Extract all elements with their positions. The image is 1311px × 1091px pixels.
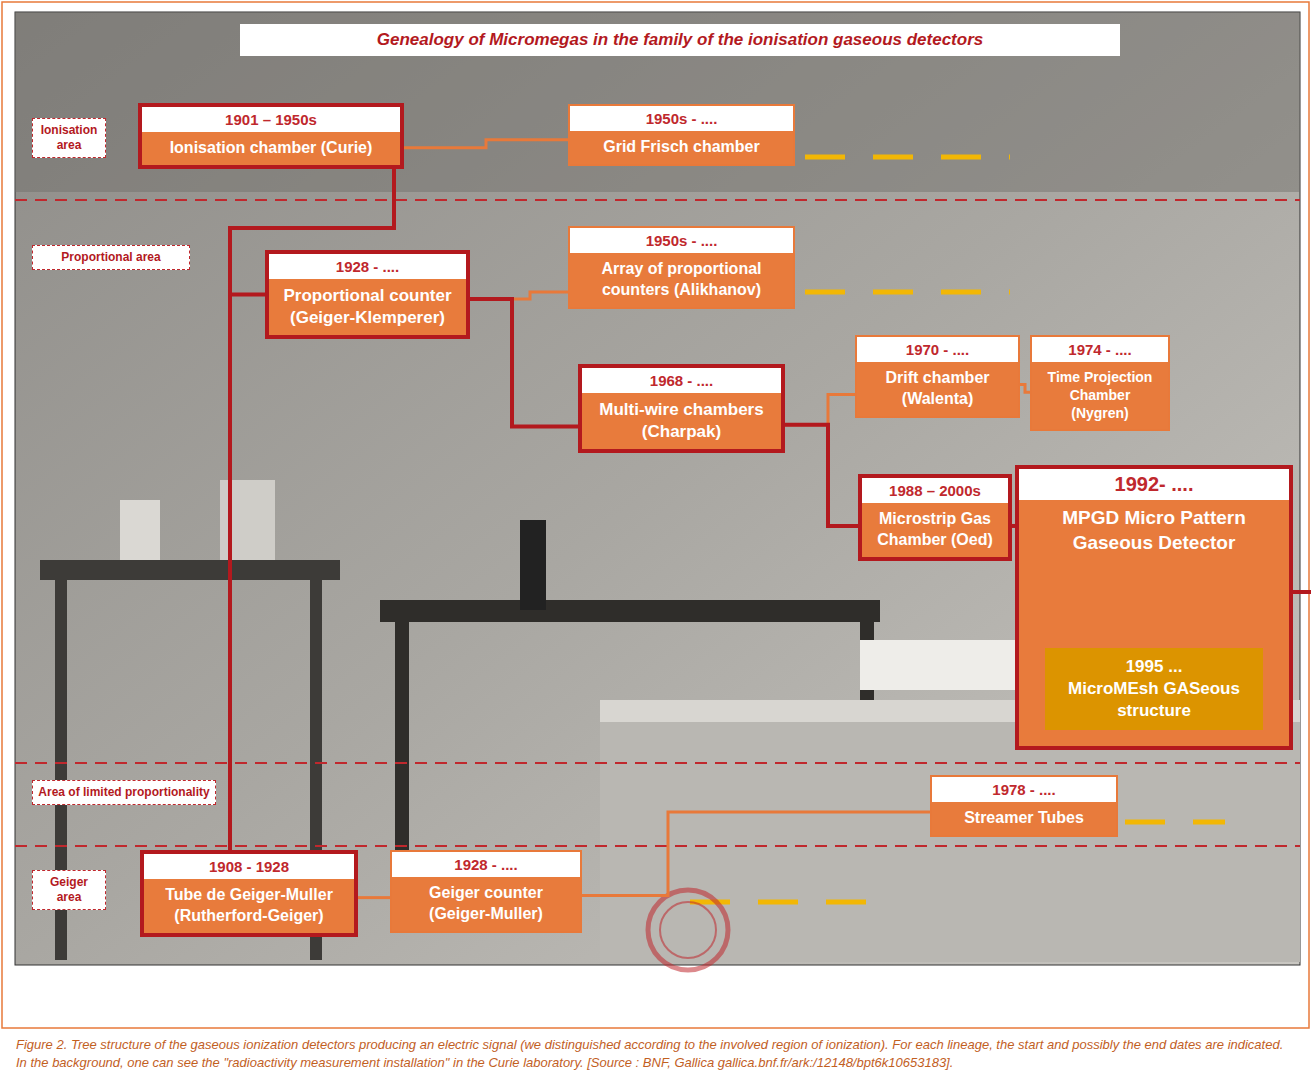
region-divider [15,199,1300,201]
date-label: 1995 ... [1051,656,1257,678]
date-header: 1901 – 1950s [142,107,400,132]
lineage-connector [582,812,930,895]
detector-box: 1988 – 2000sMicrostrip Gas Chamber (Oed) [858,474,1012,561]
region-label: Proportional area [38,250,184,265]
diagram-title: Genealogy of Micromegas in the family of… [240,24,1120,56]
region-label-box: Proportional area [32,245,190,270]
region-label-box: Ionisation area [32,118,106,158]
date-header: 1950s - .... [570,228,793,253]
detector-name: Drift chamber (Walenta) [857,362,1018,416]
photo-wall [15,12,1300,192]
library-stamp [660,902,716,958]
date-header: 1950s - .... [570,106,793,131]
date-header: 1974 - .... [1032,337,1168,362]
date-header: 1970 - .... [857,337,1018,362]
library-stamp [648,890,728,970]
detector-name: Streamer Tubes [932,802,1116,835]
detector-name: Grid Frisch chamber [570,131,793,164]
detector-box: 1978 - ....Streamer Tubes [930,775,1118,837]
detector-box: 1968 - ....Multi-wire chambers (Charpak) [578,364,785,453]
date-header: 1968 - .... [582,368,781,393]
date-header: 1908 - 1928 [144,854,354,879]
region-label: Area of limited proportionality [38,785,210,800]
detector-box: 1950s - ....Grid Frisch chamber [568,104,795,166]
region-label: Geiger area [38,875,100,905]
detector-box: 1950s - ....Array of proportional counte… [568,226,795,309]
photo [15,12,1300,965]
detector-name: Array of proportional counters (Alikhano… [570,253,793,307]
detector-box: 1974 - ....Time Projection Chamber (Nygr… [1030,335,1170,431]
figure-caption: Figure 2. Tree structure of the gaseous … [16,1036,1296,1071]
detector-name: MicroMEsh GASeous structure [1051,678,1257,722]
date-header: 1928 - .... [269,254,466,279]
region-label-box: Geiger area [32,870,106,910]
lineage-connector [470,299,578,426]
region-divider [15,762,1300,764]
photo-table [40,560,340,580]
detector-box: 1901 – 1950sIonisation chamber (Curie) [138,103,404,169]
detector-name: MPGD Micro Pattern Gaseous Detector [1019,500,1289,561]
detector-name: Tube de Geiger-Muller (Rutherford-Geiger… [144,879,354,933]
lineage-connector [785,394,855,424]
mpgd-stub [1293,590,1311,594]
continuation-dash [1125,820,1225,825]
region-label: Ionisation area [38,123,100,153]
detector-box: 1970 - ....Drift chamber (Walenta) [855,335,1020,418]
date-header: 1988 – 2000s [862,478,1008,503]
detector-name: Geiger counter (Geiger-Muller) [392,877,580,931]
photo-jar [120,500,160,560]
detector-box: 1908 - 1928Tube de Geiger-Muller (Ruther… [140,850,358,937]
outer-frame [2,2,1309,1028]
lineage-connector [358,896,390,899]
detector-box: 1928 - ....Geiger counter (Geiger-Muller… [390,850,582,933]
detector-name: Ionisation chamber (Curie) [142,132,400,165]
continuation-dash [805,290,1010,295]
highlight-box: 1995 ...MicroMEsh GASeous structure [1045,648,1263,730]
date-header: 1978 - .... [932,777,1116,802]
lineage-connector [1020,385,1030,393]
detector-name: Microstrip Gas Chamber (Oed) [862,503,1008,557]
photo-bench [380,600,880,622]
detector-name: Multi-wire chambers (Charpak) [582,393,781,449]
detector-name: Proportional counter (Geiger-Klemperer) [269,279,466,335]
lineage-connector [785,425,858,526]
detector-name: Time Projection Chamber (Nygren) [1032,362,1168,429]
lineage-connector [404,140,568,148]
continuation-dash [805,155,1010,160]
region-divider [15,845,1300,847]
detector-box: 1992- ....MPGD Micro Pattern Gaseous Det… [1015,465,1293,750]
date-header: 1928 - .... [392,852,580,877]
photo-right-table-front [600,722,1300,962]
date-header: 1992- .... [1019,469,1289,500]
detector-box: 1928 - ....Proportional counter (Geiger-… [265,250,470,339]
region-label-box: Area of limited proportionality [32,780,216,805]
photo-microscope [520,520,546,610]
